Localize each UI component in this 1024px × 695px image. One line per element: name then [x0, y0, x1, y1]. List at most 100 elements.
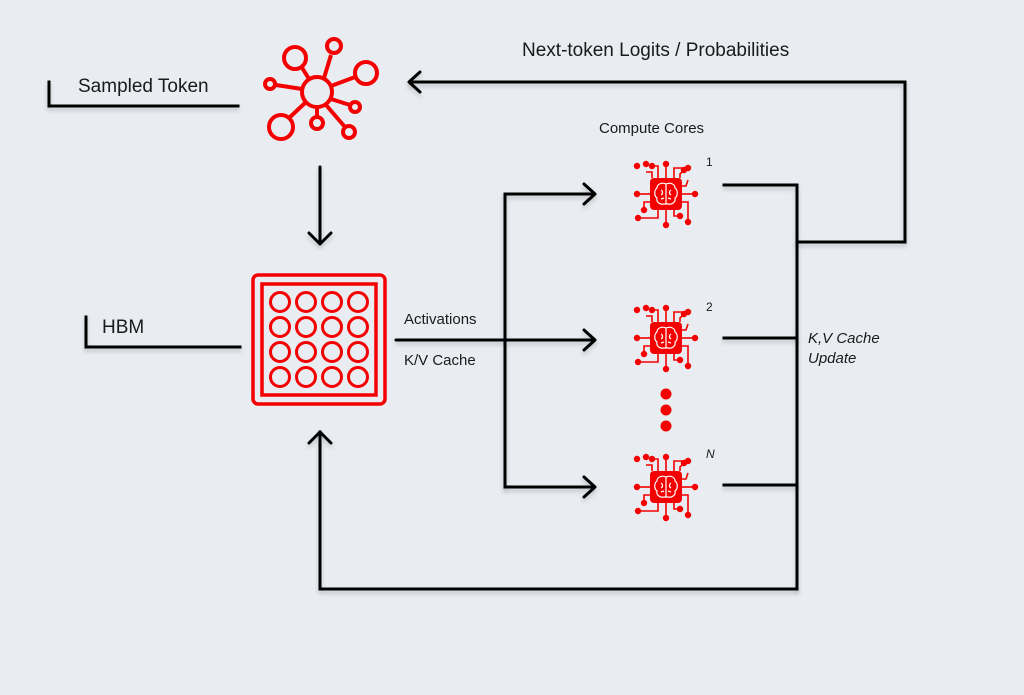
memory-cell: [347, 316, 369, 338]
chip-pin: [691, 334, 699, 342]
chip-pin: [662, 514, 670, 522]
memory-cell: [321, 366, 343, 388]
hbm-bracket: [84, 315, 242, 349]
chip-trace: [638, 503, 659, 512]
memory-cell: [269, 291, 291, 313]
chip-trace: [643, 345, 650, 352]
memory-cell: [347, 291, 369, 313]
core-index-1: 1: [706, 155, 713, 169]
memory-cells: [269, 291, 369, 388]
kv-cache-label: K/V Cache: [404, 352, 476, 369]
chip-trace: [646, 315, 653, 322]
arrow-to-core-n: [503, 475, 597, 499]
chip-pin: [633, 306, 641, 314]
chip-pin: [662, 365, 670, 373]
arrow-activations-to-core-2: [394, 328, 597, 352]
chip-pin: [662, 304, 670, 312]
memory-cell: [295, 316, 317, 338]
core-1-output-line: [722, 183, 799, 591]
compute-cores: [633, 160, 699, 522]
chip-pin: [676, 356, 684, 364]
chip-trace: [682, 472, 689, 480]
memory-cell: [295, 366, 317, 388]
brain-icon: [654, 182, 678, 205]
network-hub-icon: [263, 37, 379, 141]
chip-pin: [633, 162, 641, 170]
chip-pin: [648, 162, 656, 170]
memory-cell: [347, 341, 369, 363]
chip-pin: [662, 221, 670, 229]
sampled-token-label: Sampled Token: [78, 76, 209, 97]
ai-brain-chip-icon: [633, 160, 699, 229]
chip-pin: [633, 190, 641, 198]
arrow-sampler-to-hbm: [307, 165, 333, 246]
chip-pin: [662, 453, 670, 461]
ellipsis-dot: [660, 420, 672, 432]
chip-pin: [634, 358, 642, 366]
chip-trace: [646, 464, 653, 471]
chip-pin: [633, 455, 641, 463]
chip-pin: [633, 483, 641, 491]
chip-pin: [680, 310, 688, 318]
ellipsis-dot: [660, 404, 672, 416]
chip-pin: [676, 212, 684, 220]
core-index-n: N: [706, 447, 715, 461]
sampled-token-bracket: [47, 80, 240, 108]
kv-update-return-line: [318, 430, 799, 591]
memory-cell: [269, 341, 291, 363]
logits-arrow-head: [407, 70, 422, 94]
chip-trace: [682, 323, 689, 331]
chip-trace: [682, 494, 689, 515]
chip-pin: [680, 166, 688, 174]
chip-pin: [680, 459, 688, 467]
chip-pin: [640, 350, 648, 358]
arrow-to-core-1: [503, 182, 597, 206]
chip-pin: [642, 453, 650, 461]
chip-trace: [682, 201, 689, 222]
kv-cache-update-label-line1: K,V Cache: [808, 330, 880, 347]
chip-pin: [633, 334, 641, 342]
memory-cell: [269, 316, 291, 338]
chip-pin: [662, 160, 670, 168]
ai-brain-chip-icon: [633, 453, 699, 522]
memory-cell: [347, 366, 369, 388]
brain-icon: [654, 326, 678, 349]
chip-pin: [634, 507, 642, 515]
chip-pin: [640, 206, 648, 214]
activations-label: Activations: [404, 311, 477, 328]
core-index-2: 2: [706, 300, 713, 314]
chip-trace: [638, 354, 659, 363]
chip-pin: [684, 362, 692, 370]
chip-pin: [648, 306, 656, 314]
chip-pin: [691, 483, 699, 491]
chip-pin: [691, 190, 699, 198]
chip-pin: [684, 511, 692, 519]
ai-brain-chip-icon: [633, 304, 699, 373]
logits-feedback-line: [408, 80, 907, 244]
chip-pin: [642, 304, 650, 312]
memory-cell: [321, 341, 343, 363]
ellipsis-dot: [660, 388, 672, 400]
chip-pin: [640, 499, 648, 507]
memory-cell: [321, 291, 343, 313]
hbm-label: HBM: [102, 317, 145, 338]
memory-chip-grid-icon: [251, 273, 387, 406]
chip-trace: [638, 210, 659, 219]
chip-trace: [646, 171, 653, 178]
chip-trace: [643, 201, 650, 208]
chip-pin: [634, 214, 642, 222]
chip-pin: [648, 455, 656, 463]
brain-icon: [654, 475, 678, 498]
chip-pin: [676, 505, 684, 513]
vertical-ellipsis-icon: [660, 388, 672, 432]
memory-cell: [295, 341, 317, 363]
chip-pin: [684, 218, 692, 226]
compute-cores-label: Compute Cores: [599, 120, 705, 137]
chip-trace: [682, 345, 689, 366]
chip-trace: [643, 494, 650, 501]
chip-pin: [642, 160, 650, 168]
chip-trace: [682, 179, 689, 187]
kv-update-arrow-head: [307, 430, 333, 445]
memory-cell: [295, 291, 317, 313]
